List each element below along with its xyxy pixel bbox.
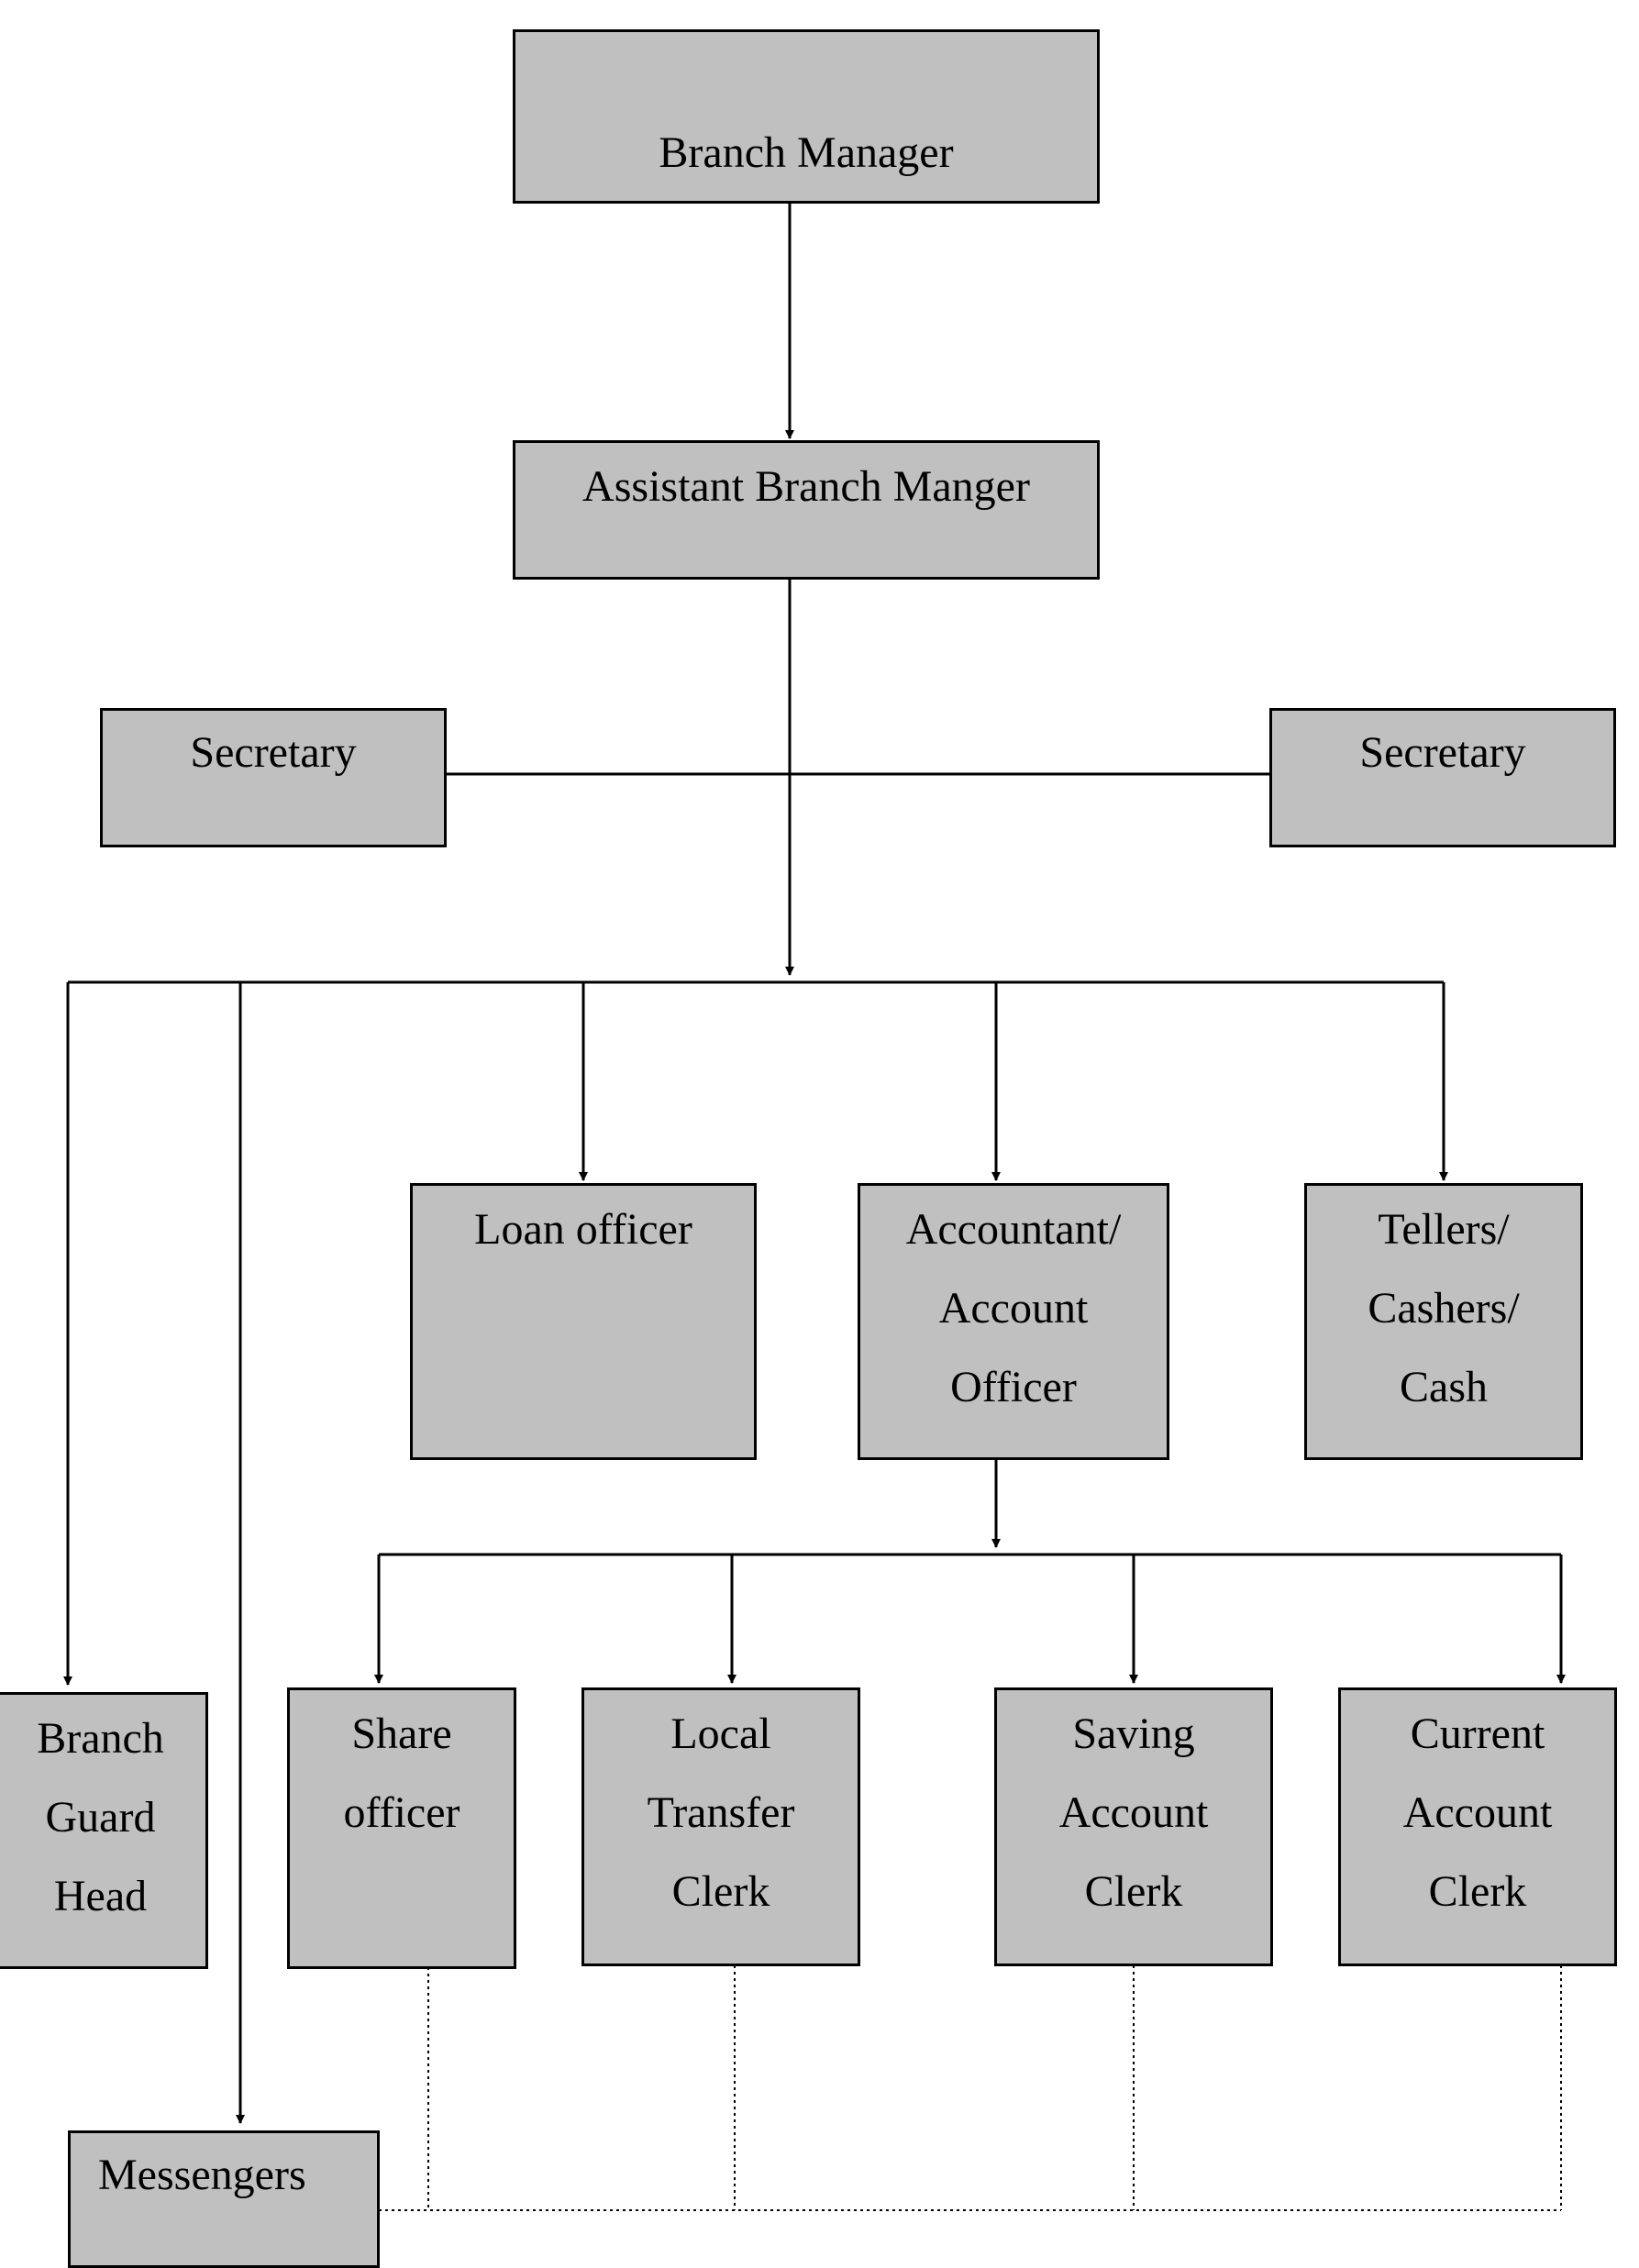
node-label: Secretary — [1359, 728, 1526, 777]
node-label: Current Account Clerk — [1402, 1709, 1553, 1916]
node-label: Local Transfer Clerk — [647, 1709, 795, 1916]
node-label: Branch Manager — [659, 128, 954, 177]
node-label: Assistant Branch Manger — [582, 462, 1030, 511]
node-secretary-left: Secretary — [100, 708, 447, 847]
node-label: Branch Guard Head — [37, 1714, 164, 1920]
node-tellers: Tellers/ Cashers/ Cash — [1304, 1183, 1583, 1460]
node-assistant-branch-manager: Assistant Branch Manger — [513, 440, 1100, 580]
node-share-officer: Share officer — [287, 1687, 516, 1969]
node-local-transfer-clerk: Local Transfer Clerk — [581, 1687, 860, 1966]
node-loan-officer: Loan officer — [410, 1183, 757, 1460]
node-label: Accountant/ Account Officer — [905, 1205, 1122, 1411]
node-branch-guard-head: Branch Guard Head — [0, 1692, 208, 1969]
node-current-account-clerk: Current Account Clerk — [1338, 1687, 1617, 1966]
node-label: Messengers — [98, 2151, 306, 2199]
node-saving-account-clerk: Saving Account Clerk — [994, 1687, 1273, 1966]
node-label: Loan officer — [474, 1205, 692, 1254]
node-label: Secretary — [190, 728, 357, 777]
node-accountant: Accountant/ Account Officer — [858, 1183, 1169, 1460]
node-branch-manager: Branch Manager — [513, 29, 1100, 204]
node-secretary-right: Secretary — [1269, 708, 1616, 847]
node-label: Saving Account Clerk — [1058, 1709, 1209, 1916]
node-label: Share officer — [343, 1709, 460, 1837]
node-messengers: Messengers — [68, 2130, 380, 2268]
node-label: Tellers/ Cashers/ Cash — [1368, 1205, 1520, 1411]
